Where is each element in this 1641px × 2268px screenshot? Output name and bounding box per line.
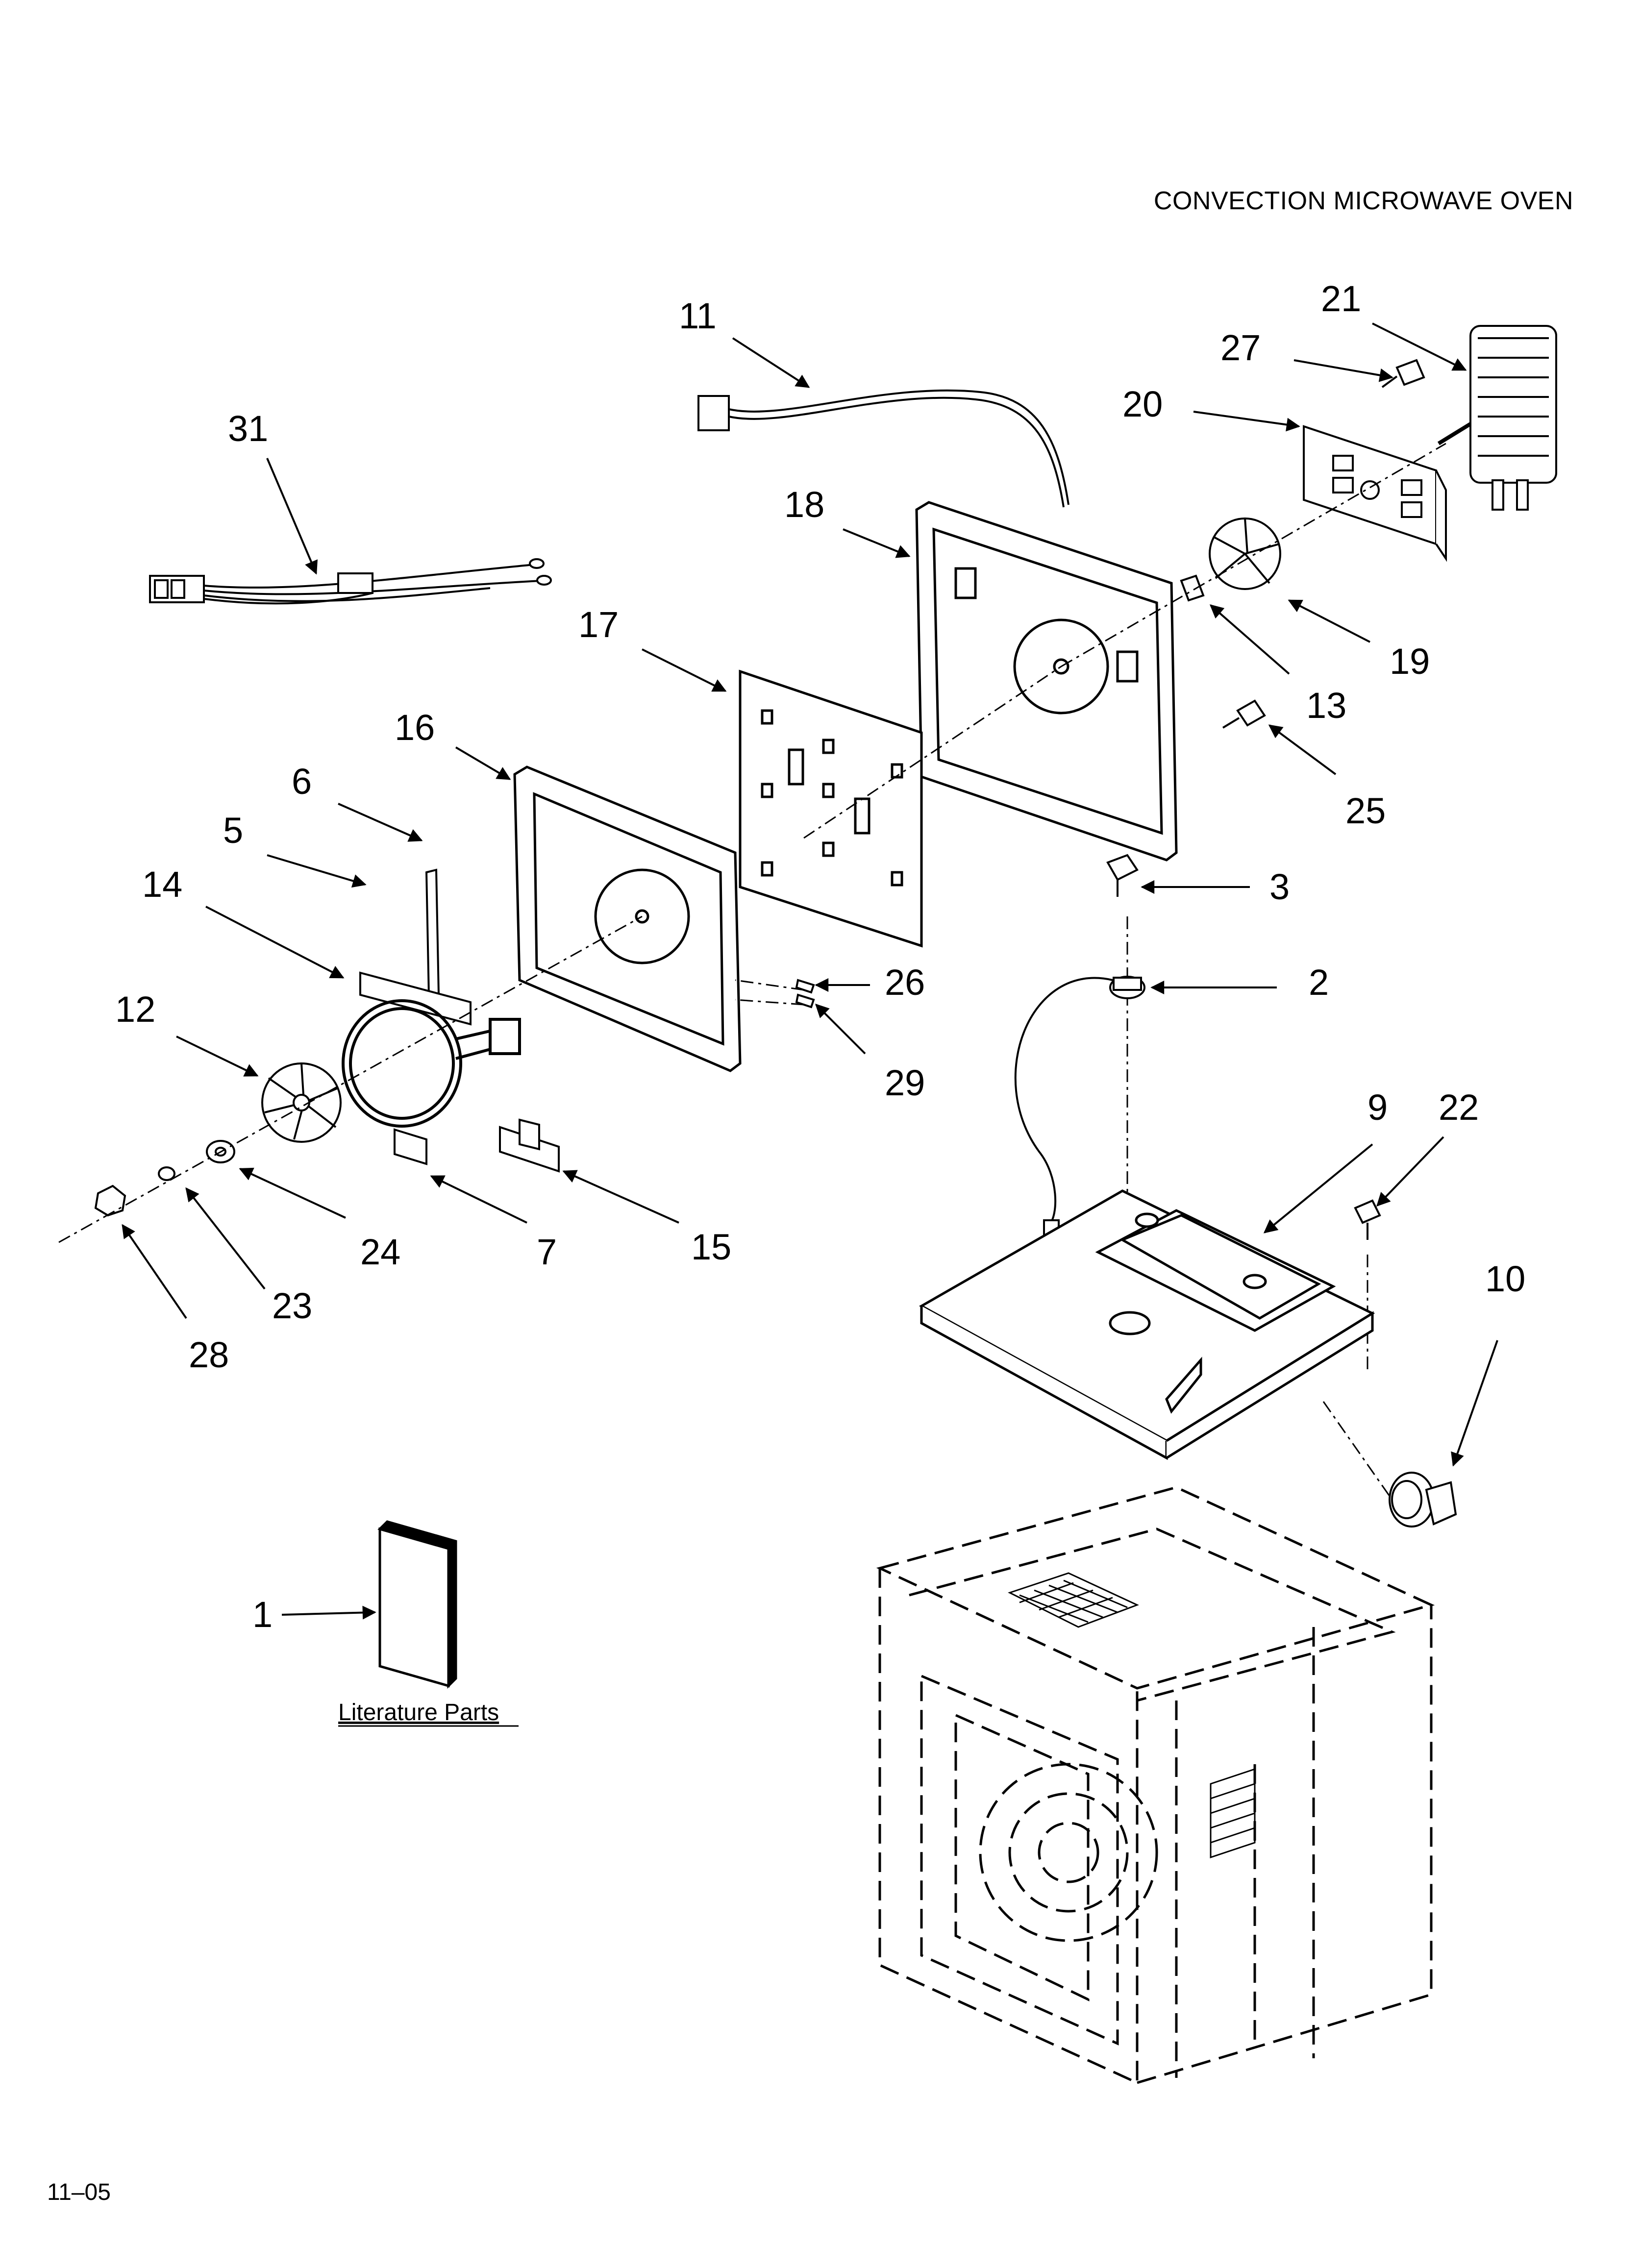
callout-9: 9 xyxy=(1368,1087,1388,1128)
convection-frame-18 xyxy=(915,501,1178,862)
leader-arrows xyxy=(122,322,1498,1620)
spacer-13 xyxy=(1180,574,1205,602)
oven-cabinet-phantom xyxy=(876,1486,1435,2085)
screw-25 xyxy=(1222,699,1266,729)
callout-labels: 31 11 21 27 20 18 17 19 13 25 16 6 5 14 … xyxy=(115,278,1525,1635)
callout-23: 23 xyxy=(272,1285,312,1326)
vent-grille xyxy=(1008,1572,1256,1859)
diagram-title: CONVECTION MICROWAVE OVEN xyxy=(1153,187,1573,215)
callout-7: 7 xyxy=(537,1232,557,1272)
screws-26-29 xyxy=(795,979,815,1009)
screw-3 xyxy=(1106,854,1139,897)
insulation-pad-17 xyxy=(739,669,923,948)
thermal-cutout-10 xyxy=(1389,1472,1457,1528)
convection-fan-12 xyxy=(261,1062,342,1143)
literature-label: Literature Parts xyxy=(338,1700,499,1726)
clip-7 xyxy=(394,1128,427,1165)
callout-14: 14 xyxy=(142,864,182,905)
fan-blade-19 xyxy=(1209,518,1281,590)
callout-13: 13 xyxy=(1306,685,1346,726)
callout-20: 20 xyxy=(1122,384,1163,424)
washer-23 xyxy=(158,1166,175,1181)
mounting-plate-9 xyxy=(919,1189,1375,1460)
nut-28 xyxy=(94,1184,126,1217)
callout-19: 19 xyxy=(1390,641,1430,682)
callout-21: 21 xyxy=(1321,278,1361,319)
literature-parts-1 xyxy=(377,1520,457,1689)
bracket-15 xyxy=(499,1118,560,1173)
callout-18: 18 xyxy=(784,484,824,525)
screw-27 xyxy=(1381,359,1425,388)
callout-27: 27 xyxy=(1220,327,1261,368)
callout-22: 22 xyxy=(1439,1087,1479,1128)
callout-15: 15 xyxy=(691,1227,731,1267)
wire-11 xyxy=(697,389,1069,508)
callout-6: 6 xyxy=(292,761,312,802)
element-housing-16 xyxy=(513,765,742,1072)
screw-22 xyxy=(1354,1199,1381,1240)
callout-11: 11 xyxy=(679,296,717,336)
callout-29: 29 xyxy=(885,1062,925,1103)
callout-3: 3 xyxy=(1269,866,1290,907)
callout-12: 12 xyxy=(115,989,155,1030)
revision-code: 11–05 xyxy=(47,2179,111,2205)
wire-harness-31 xyxy=(149,558,552,605)
callout-17: 17 xyxy=(578,604,619,645)
callout-2: 2 xyxy=(1309,962,1329,1003)
motor-bracket-20 xyxy=(1303,425,1447,562)
bracket-6 xyxy=(359,868,472,1026)
callout-10: 10 xyxy=(1485,1258,1525,1299)
callout-5: 5 xyxy=(223,810,243,851)
callout-25: 25 xyxy=(1345,790,1386,831)
callout-16: 16 xyxy=(395,707,435,748)
callout-31: 31 xyxy=(228,408,268,449)
convection-motor-21 xyxy=(1437,325,1557,511)
heating-element-14 xyxy=(342,999,521,1128)
callout-24: 24 xyxy=(360,1232,400,1272)
callout-1: 1 xyxy=(252,1594,273,1635)
callout-28: 28 xyxy=(189,1334,229,1375)
callout-26: 26 xyxy=(885,962,925,1003)
